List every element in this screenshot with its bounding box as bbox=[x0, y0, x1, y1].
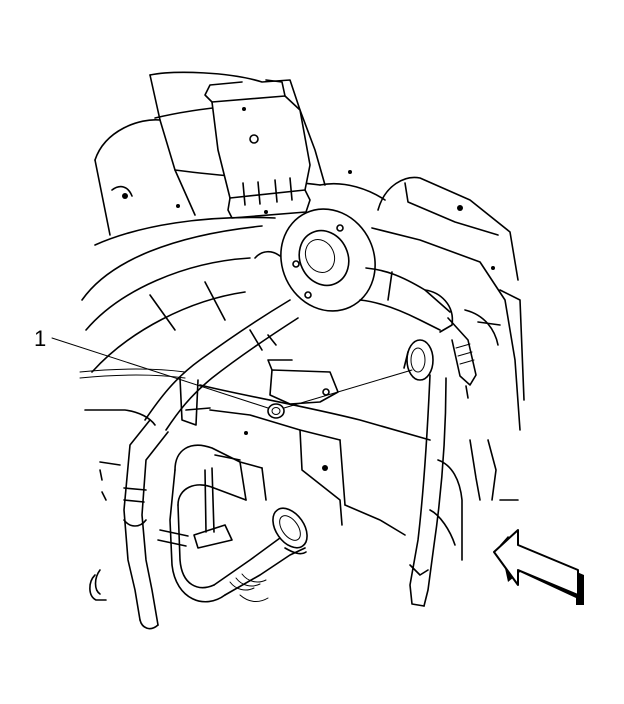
right-edge-detail bbox=[469, 439, 519, 501]
fuel-filler-neck bbox=[359, 267, 477, 399]
callout-1-leader bbox=[51, 337, 269, 409]
hose-clamps bbox=[229, 547, 307, 603]
right-fender-structure bbox=[371, 176, 525, 431]
callout-1: 1 bbox=[34, 326, 269, 409]
wheelhouse-liner bbox=[79, 216, 281, 426]
view-direction-arrow-icon bbox=[493, 529, 584, 605]
installation-guide-line bbox=[283, 369, 413, 409]
lower-filler-hose bbox=[157, 444, 308, 603]
vent-hose bbox=[123, 299, 299, 630]
frame-panel bbox=[99, 384, 431, 536]
heat-shield-strap bbox=[409, 374, 463, 607]
left-edge-detail bbox=[89, 469, 107, 601]
mounting-bracket bbox=[204, 79, 311, 219]
fuel-filler-housing bbox=[280, 208, 376, 312]
callout-1-number: 1 bbox=[34, 326, 46, 351]
bolt-bracket-tab bbox=[179, 359, 339, 426]
fastener-nut bbox=[267, 403, 285, 419]
grommet bbox=[403, 339, 434, 381]
